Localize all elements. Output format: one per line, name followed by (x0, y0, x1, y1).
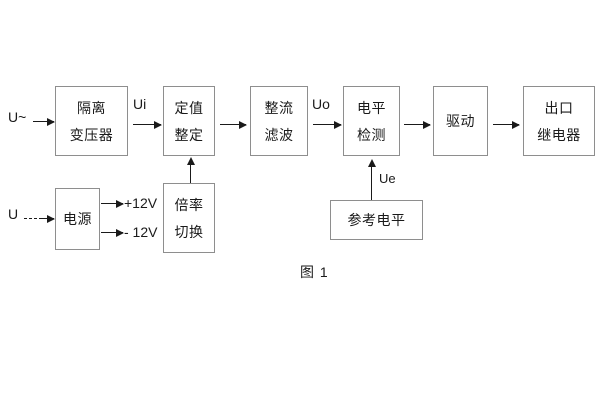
block-multiplier-switch-line-2: 切换 (174, 223, 204, 240)
arrow-drive-to-output-relay (493, 120, 520, 129)
block-rectify-filter-line-2: 滤波 (264, 126, 294, 143)
rail-negative-label: - 12V (124, 224, 158, 240)
arrow-multiplier-switch-to-setting-value (186, 157, 195, 183)
block-drive: 驱动 (433, 86, 488, 156)
block-output-relay-line-1: 出口 (544, 99, 574, 116)
arrow-level-detect-to-drive (404, 120, 431, 129)
block-multiplier-switch: 倍率 切换 (163, 183, 215, 253)
block-power-supply: 电源 (55, 188, 100, 250)
block-output-relay-line-2: 继电器 (537, 126, 581, 143)
block-multiplier-switch-line-1: 倍率 (174, 196, 204, 213)
rail-positive-label: +12V (124, 195, 158, 211)
arrow-input-ac-to-isolation-transformer (33, 117, 55, 126)
input-dc-label: U (8, 206, 19, 222)
block-drive-line-1: 驱动 (446, 113, 475, 129)
arrow-isolation-transformer-to-setting-value (133, 120, 162, 129)
block-reference-level-line-1: 参考电平 (347, 212, 406, 228)
block-level-detect-line-2: 检测 (357, 126, 386, 143)
block-rectify-filter: 整流 滤波 (250, 86, 308, 156)
arrow-rail-negative (101, 228, 124, 237)
arrow-rail-positive (101, 199, 124, 208)
input-ac-label: U~ (8, 109, 27, 125)
block-setting-value: 定值 整定 (163, 86, 215, 156)
arrow-rectify-filter-to-level-detect (313, 120, 342, 129)
block-level-detect-line-1: 电平 (357, 99, 386, 116)
figure-caption: 图 1 (300, 264, 329, 280)
signal-ui-label: Ui (133, 96, 147, 112)
signal-uo-label: Uo (312, 96, 330, 112)
block-reference-level: 参考电平 (330, 200, 423, 240)
block-setting-value-line-1: 定值 (174, 99, 204, 116)
block-level-detect: 电平 检测 (343, 86, 400, 156)
block-power-supply-line-1: 电源 (63, 211, 92, 227)
signal-ue-label: Ue (379, 171, 396, 186)
block-rectify-filter-line-1: 整流 (264, 99, 294, 116)
block-isolation-transformer: 隔离 变压器 (55, 86, 128, 156)
dash-input-dc (24, 218, 37, 220)
block-isolation-transformer-line-1: 隔离 (77, 99, 106, 116)
arrow-input-dc-to-power-supply (39, 214, 55, 223)
block-output-relay: 出口 继电器 (523, 86, 595, 156)
arrow-reference-level-to-level-detect (367, 159, 376, 200)
arrow-setting-value-to-rectify-filter (220, 120, 247, 129)
block-setting-value-line-2: 整定 (174, 126, 204, 143)
block-isolation-transformer-line-2: 变压器 (69, 126, 114, 143)
